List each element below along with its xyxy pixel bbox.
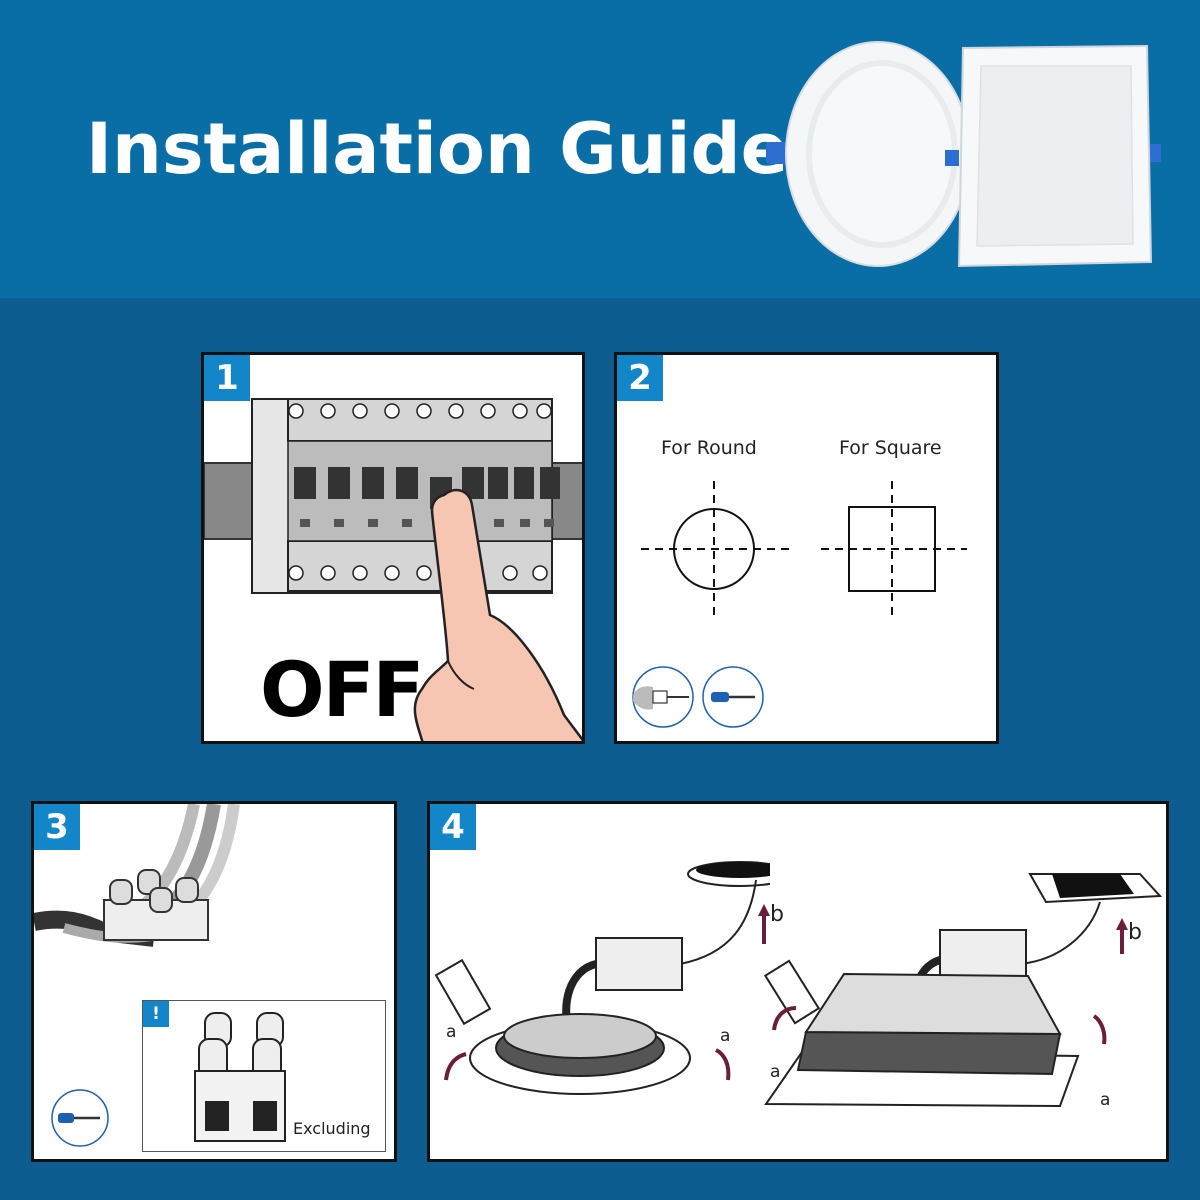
drill-icon [632, 666, 694, 728]
step-3-badge: 3 [34, 804, 80, 850]
round-cutout-diagram [641, 481, 791, 621]
square-panel-installation-icon [763, 873, 1163, 1108]
finger-pressing-switch-icon [413, 488, 582, 741]
label-b-1: b [770, 902, 784, 927]
step-4-badge: 4 [430, 804, 476, 850]
round-panel-installation-icon [434, 861, 770, 1095]
circuit-breaker-icon [204, 398, 582, 594]
notice-icon: ! [143, 1001, 169, 1027]
label-b-2: b [1128, 920, 1142, 945]
step-3-panel: 3 ! Excluding [31, 801, 397, 1162]
screwdriver-icon [51, 1089, 109, 1147]
screwdriver-icon [702, 666, 764, 728]
round-panel-light-icon [766, 41, 979, 267]
label-a-1: a [446, 1022, 457, 1042]
step-4-panel: 4 a a b a a b [427, 801, 1169, 1162]
off-label: OFF [260, 645, 424, 734]
label-a-3: a [770, 1062, 781, 1082]
step-2-panel: 2 For Round For Square [614, 352, 999, 744]
step-1-badge: 1 [204, 355, 250, 401]
square-cutout-diagram [821, 481, 967, 621]
notice-box: ! Excluding [142, 1000, 386, 1152]
step-2-badge: 2 [617, 355, 663, 401]
label-a-2: a [720, 1026, 731, 1046]
terminal-block-wiring-icon [34, 804, 240, 947]
header-banner: Installation Guide [0, 0, 1200, 298]
square-panel-light-icon [945, 44, 1161, 268]
label-a-4: a [1100, 1090, 1111, 1110]
page-title: Installation Guide [86, 108, 789, 190]
for-square-label: For Square [839, 437, 942, 459]
terminal-block-excluded-icon [194, 1012, 286, 1142]
excluding-label: Excluding [293, 1119, 371, 1138]
for-round-label: For Round [661, 437, 757, 459]
step-1-panel: 1 OFF [201, 352, 585, 744]
